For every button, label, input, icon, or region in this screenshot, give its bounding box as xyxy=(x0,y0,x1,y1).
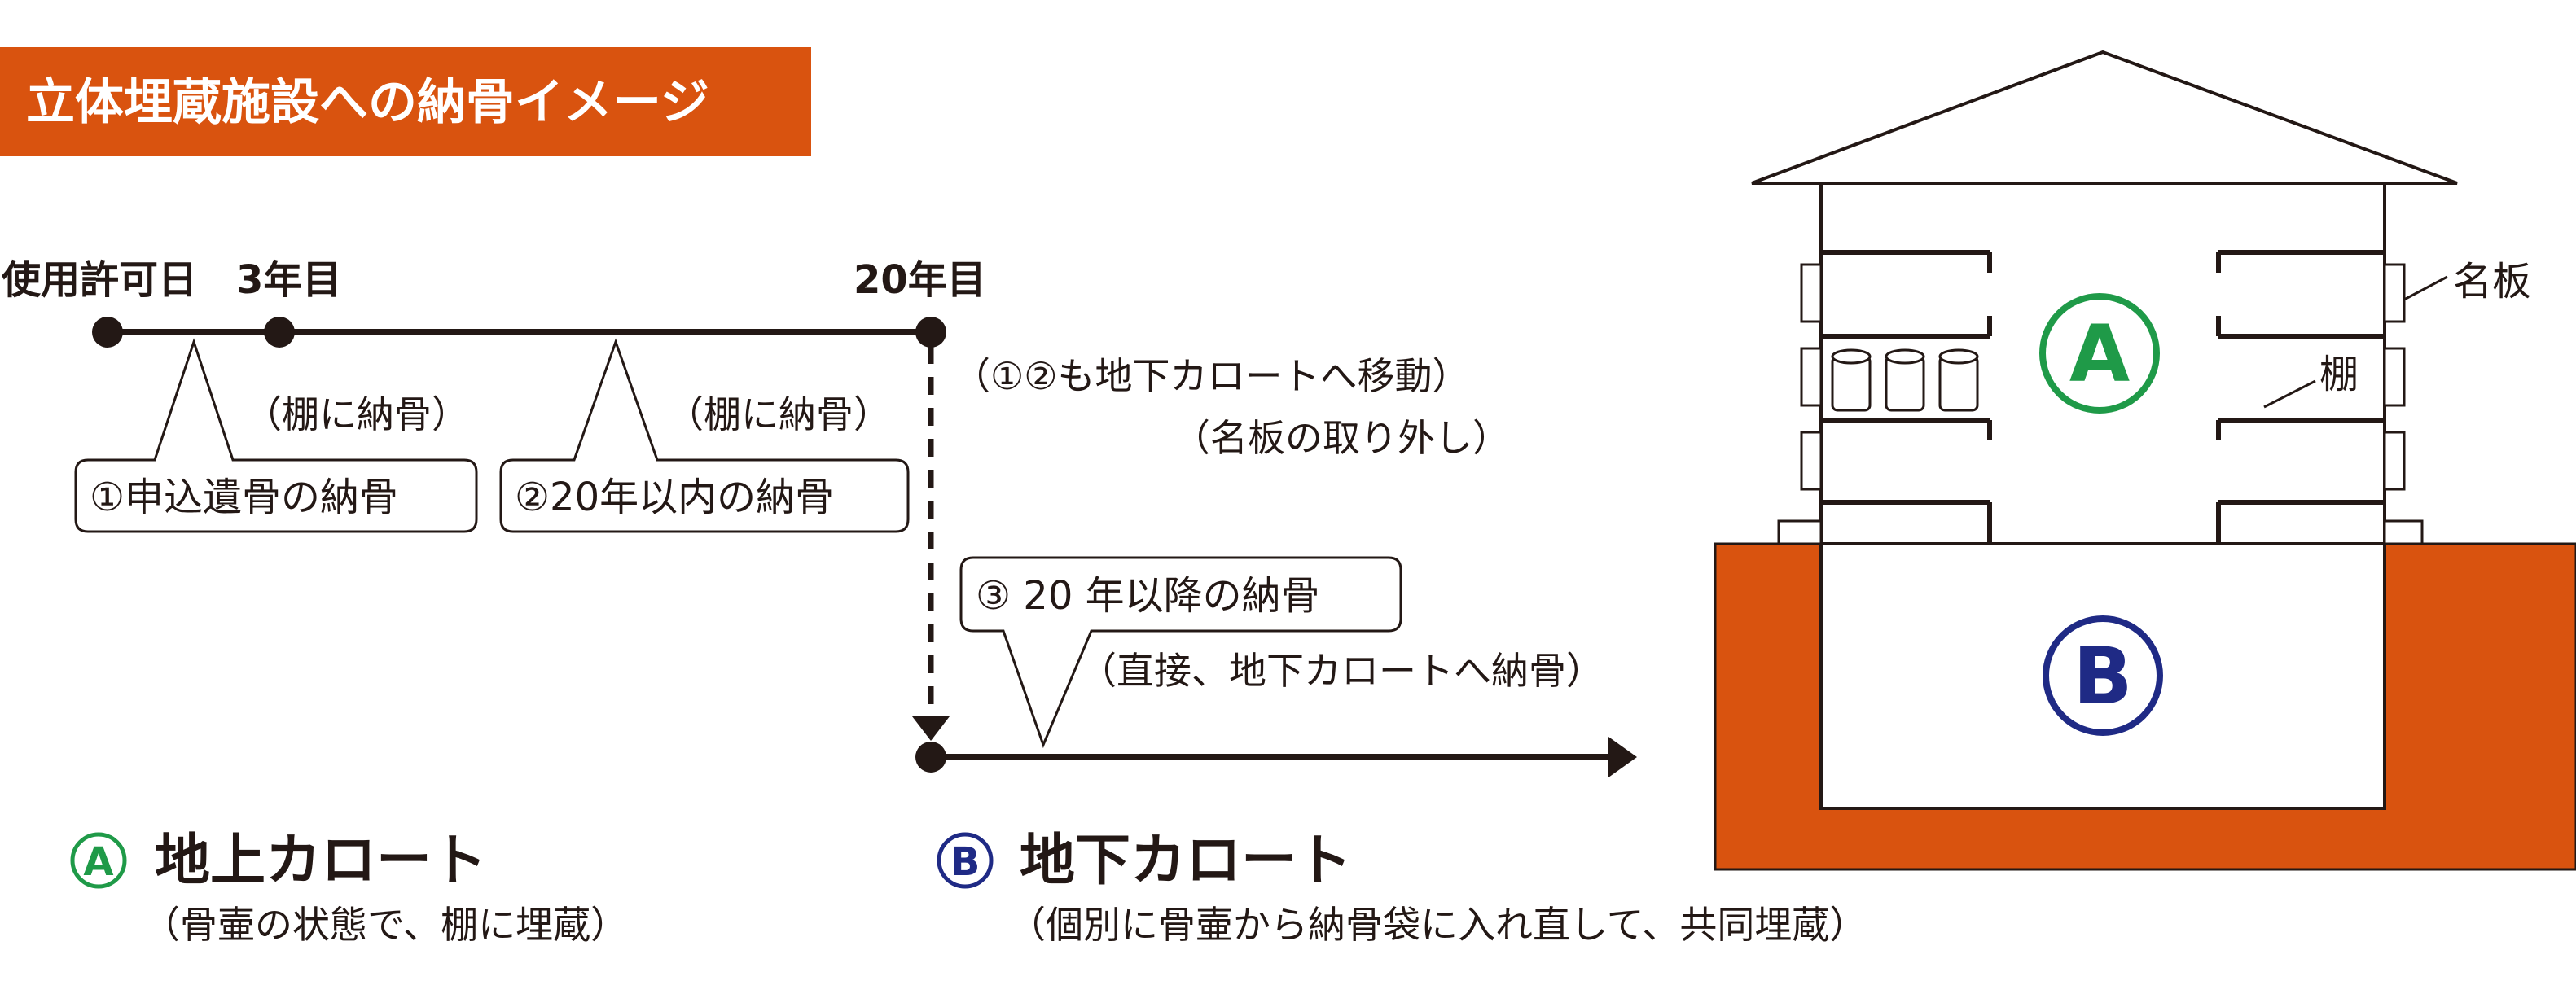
right-shelves xyxy=(2216,250,2385,544)
timeline-dot-year20 xyxy=(915,317,946,348)
bubble-2 xyxy=(499,338,910,533)
bubble-2-note: （棚に納骨） xyxy=(666,392,891,436)
nameplate-label: 名板 xyxy=(2453,259,2531,304)
marker-a-letter: A xyxy=(2069,309,2130,400)
building-illustration: A B 名板 棚 xyxy=(1714,50,2576,871)
legend-a-title: 地上カロート xyxy=(155,829,487,893)
bubble-3-note: （直接、地下カロートへ納骨） xyxy=(1079,649,1604,693)
timeline: 使用許可日 3年目 20年目 ①申込遺骨の納骨 （棚に納骨） ②20年以内の納骨… xyxy=(2,257,1637,777)
marker-b-circle xyxy=(2043,615,2163,736)
year20-label: 20年目 xyxy=(854,257,986,303)
start-label: 使用許可日 xyxy=(2,257,197,303)
bubble-3 xyxy=(959,556,1402,749)
legend-b-desc: （個別に骨壷から納骨袋に入れ直して、共同埋蔵） xyxy=(1008,903,1867,947)
legend-b-title: 地下カロート xyxy=(1020,829,1352,893)
bubble-2-text: ②20年以内の納骨 xyxy=(515,475,834,520)
left-base-step xyxy=(1777,519,1823,545)
bubble-1-text: ①申込遺骨の納骨 xyxy=(90,475,398,520)
dashed-drop-arrowhead xyxy=(912,716,950,741)
legend: A 地上カロート （骨壷の状態で、棚に埋蔵） B 地下カロート （個別に骨壷から… xyxy=(70,829,1867,947)
timeline-dot-bottom xyxy=(915,742,946,773)
nameplates-left xyxy=(1800,263,1823,491)
legend-a-letter: A xyxy=(83,839,113,885)
legend-a-circle xyxy=(70,832,127,889)
left-shelves xyxy=(1821,250,1992,544)
timeline-dot-start xyxy=(92,317,123,348)
urns xyxy=(1831,348,1979,412)
nameplates-right xyxy=(2383,263,2406,491)
bubble-1-note: （棚に納骨） xyxy=(244,392,469,436)
bubble-3-text: ③ 20 年以降の納骨 xyxy=(976,573,1320,619)
marker-a-circle xyxy=(2039,293,2160,414)
legend-b-circle xyxy=(937,832,994,889)
legend-a-desc: （骨壷の状態で、棚に埋蔵） xyxy=(143,903,628,947)
legend-b-letter: B xyxy=(950,839,981,885)
shelf-leader xyxy=(2263,379,2316,409)
nameplate-leader xyxy=(2403,275,2448,301)
move-note-1: （①②も地下カロートへ移動） xyxy=(953,354,1469,398)
timeline-dot-year3 xyxy=(264,317,295,348)
roof xyxy=(1751,50,2458,185)
timeline-arrowhead xyxy=(1608,737,1637,777)
urn xyxy=(1885,348,1925,412)
marker-b-letter: B xyxy=(2073,631,2132,722)
urn xyxy=(1831,348,1872,412)
year3-label: 3年目 xyxy=(236,257,341,303)
urn xyxy=(1938,348,1979,412)
title-banner xyxy=(0,47,811,156)
bubble-1 xyxy=(74,338,478,533)
right-base-step xyxy=(2383,519,2424,545)
move-note-2: （名板の取り外し） xyxy=(1173,416,1510,460)
shelf-label: 棚 xyxy=(2319,352,2359,397)
page-title: 立体埋蔵施設への納骨イメージ xyxy=(26,74,709,131)
